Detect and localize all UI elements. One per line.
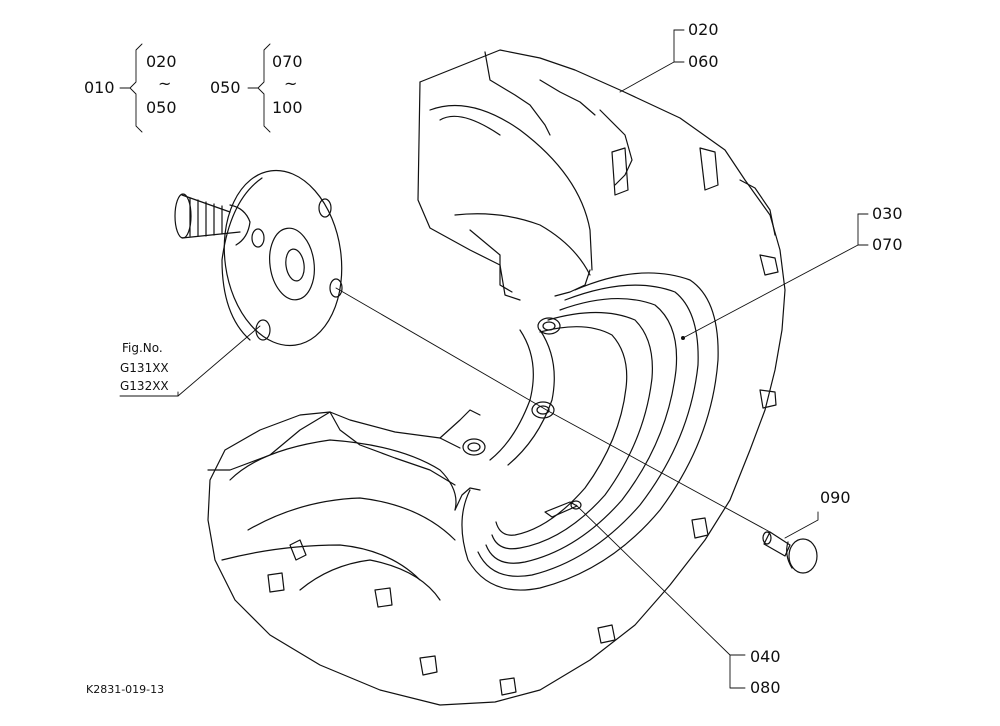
- group-range-end-label: 100: [272, 98, 303, 117]
- callout-part-number: 060: [688, 52, 719, 71]
- fig-ref-number: G132XX: [120, 379, 169, 393]
- callout-part-number: 040: [750, 647, 781, 666]
- callout-part-number: 020: [688, 20, 719, 39]
- group-key-label: 050: [210, 78, 241, 97]
- bolt-090: [762, 531, 818, 574]
- group-range-start-label: 020: [146, 52, 177, 71]
- callout-part-number: 070: [872, 235, 903, 254]
- group-tilde-label: ~: [158, 74, 172, 93]
- fig-ref-number: G131XX: [120, 361, 169, 375]
- group-key-label: 010: [84, 78, 115, 97]
- callout-part-number: 090: [820, 488, 851, 507]
- group-range-start-label: 070: [272, 52, 303, 71]
- rim-disc: [461, 272, 719, 591]
- group-range-end-label: 050: [146, 98, 177, 117]
- group-brackets: [119, 43, 271, 133]
- tire-outline: [207, 49, 786, 706]
- callout-part-number: 030: [872, 204, 903, 223]
- callout-part-number: 080: [750, 678, 781, 697]
- group-tilde-label: ~: [284, 74, 298, 93]
- hub-flange: [174, 169, 343, 347]
- drawing-code: K2831-019-13: [86, 683, 165, 696]
- leader-lines: [119, 29, 869, 689]
- fig-ref-label: Fig.No.: [122, 341, 163, 355]
